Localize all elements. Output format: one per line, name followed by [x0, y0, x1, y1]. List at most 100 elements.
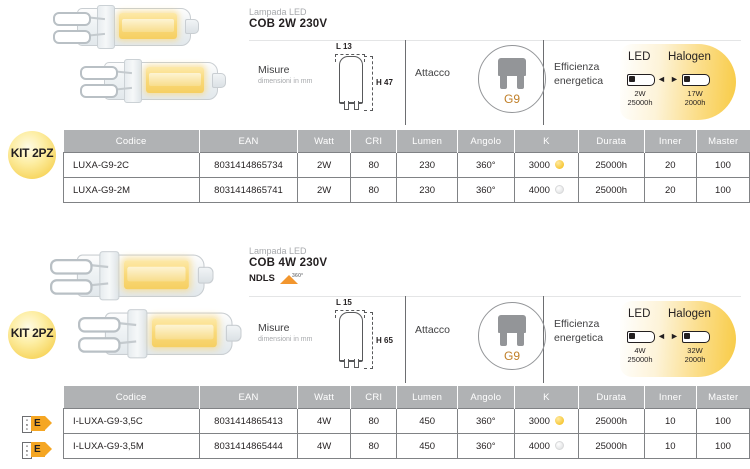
cell-angolo: 360°	[457, 152, 515, 178]
halogen-rating: 17W 2000h	[677, 89, 713, 107]
efficiency-label-group: Efficienza energetica	[554, 318, 603, 344]
table-row[interactable]: I-LUXA-G9-3,5M 8031414865444 4W 80 450 3…	[63, 433, 750, 459]
left-arrow-icon: ◄	[657, 331, 666, 341]
cell-k-value: 4000	[528, 440, 550, 452]
halogen-watt: 32W	[687, 346, 703, 355]
column-header-inner: Inner	[644, 130, 697, 153]
halogen-hours: 2000h	[684, 354, 706, 364]
table-row[interactable]: LUXA-G9-2M 8031414865741 2W 80 230 360° …	[63, 177, 750, 203]
dimension-drawing: L 13 H 47	[325, 42, 405, 120]
measures-label-group: Misure dimensioni in mm	[258, 322, 312, 343]
product-block-cob-2w: Lampada LED COB 2W 230V Misure dimension…	[0, 0, 750, 210]
cell-codice: I-LUXA-G9-3,5M	[63, 433, 200, 459]
cell-cri: 80	[350, 433, 398, 459]
cell-lumen: 450	[396, 433, 458, 459]
halogen-hours: 2000h	[684, 97, 706, 107]
product-title: COB 2W 230V	[249, 18, 328, 30]
led-watt: 4W	[634, 346, 646, 355]
column-header-watt: Watt	[297, 386, 352, 409]
column-header-cri: CRI	[350, 386, 398, 409]
cell-inner: 10	[644, 408, 697, 434]
efficiency-halogen-title: Halogen	[668, 308, 711, 320]
product-photo-group	[45, 0, 235, 125]
title-divider	[249, 40, 741, 41]
column-header-k: K	[514, 130, 579, 153]
cell-angolo: 360°	[457, 433, 515, 459]
cell-k-value: 4000	[528, 184, 550, 196]
column-header-k: K	[514, 386, 579, 409]
column-header-master: Master	[696, 386, 750, 409]
column-header-codice: Codice	[63, 130, 200, 153]
cell-angolo: 360°	[457, 177, 515, 203]
cell-k-value: 3000	[528, 415, 550, 427]
measures-sublabel: dimensioni in mm	[258, 78, 313, 85]
cell-watt: 2W	[297, 177, 352, 203]
column-divider	[405, 296, 406, 383]
cell-cri: 80	[350, 152, 398, 178]
product-block-cob-4w: Lampada LED COB 4W 230V NDLS 360° Misure…	[0, 238, 750, 469]
cell-ean: 8031414865734	[199, 152, 299, 178]
cell-k: 4000	[514, 177, 579, 203]
color-temp-dot-cool	[554, 184, 564, 194]
led-watt: 2W	[634, 89, 646, 98]
cell-watt: 2W	[297, 152, 352, 178]
column-header-ean: EAN	[199, 130, 299, 153]
cell-k-value: 3000	[528, 159, 550, 171]
table-header-row: Codice EAN Watt CRI Lumen Angolo K Durat…	[63, 386, 750, 409]
table-header-row: Codice EAN Watt CRI Lumen Angolo K Durat…	[63, 130, 750, 153]
cell-angolo: 360°	[457, 408, 515, 434]
efficiency-label: Efficienza	[554, 318, 600, 330]
efficiency-comparison: LED Halogen ◄ ► 2W 25000h 17W 2000h	[620, 44, 736, 120]
led-hours: 25000h	[627, 354, 653, 364]
cell-inner: 20	[644, 177, 697, 203]
color-temp-dot-warm	[554, 159, 564, 169]
spec-panel: Lampada LED COB 4W 230V NDLS 360° Misure…	[0, 238, 750, 383]
socket-type-label: G9	[503, 349, 520, 363]
cell-cri: 80	[350, 408, 398, 434]
socket-label: Attacco	[415, 324, 451, 336]
column-header-angolo: Angolo	[457, 386, 515, 409]
dimension-width-label: L 13	[336, 42, 352, 51]
column-header-master: Master	[696, 130, 750, 153]
column-header-angolo: Angolo	[457, 130, 515, 153]
cell-master: 100	[696, 408, 750, 434]
efficiency-label: Efficienza	[554, 61, 600, 73]
ndls-label: NDLS	[249, 272, 275, 284]
cell-codice: LUXA-G9-2C	[63, 152, 200, 178]
halogen-rating: 32W 2000h	[677, 346, 713, 364]
cell-master: 100	[696, 433, 750, 459]
halogen-bulb-glyph	[682, 74, 710, 86]
product-title-group: Lampada LED COB 4W 230V NDLS 360°	[249, 246, 327, 284]
cell-durata: 25000h	[578, 152, 645, 178]
efficiency-led-title: LED	[628, 51, 651, 63]
cell-codice: I-LUXA-G9-3,5C	[63, 408, 200, 434]
dimension-height-label: H 65	[376, 336, 393, 345]
cell-master: 100	[696, 152, 750, 178]
efficiency-halogen-title: Halogen	[668, 51, 711, 63]
column-header-ean: EAN	[199, 386, 299, 409]
dimension-width-label: L 15	[336, 298, 352, 307]
led-hours: 25000h	[627, 97, 653, 107]
product-table: Codice EAN Watt CRI Lumen Angolo K Durat…	[63, 130, 750, 203]
product-photo-group	[40, 246, 242, 386]
efficiency-label-2: energetica	[554, 75, 604, 87]
spec-panel: Lampada LED COB 2W 230V Misure dimension…	[0, 0, 750, 125]
cell-k: 3000	[514, 152, 579, 178]
cell-ean: 8031414865741	[199, 177, 299, 203]
energy-class-letter: E	[34, 444, 41, 455]
ndls-group: NDLS 360°	[249, 272, 327, 284]
efficiency-comparison: LED Halogen ◄ ► 4W 25000h 32W 2000h	[620, 301, 736, 377]
right-arrow-icon: ►	[670, 331, 679, 341]
beam-angle-label: 360°	[291, 273, 304, 279]
cell-durata: 25000h	[578, 433, 645, 459]
lamp-photo	[50, 250, 214, 301]
led-bulb-glyph	[627, 331, 655, 343]
energy-class-letter: E	[34, 418, 41, 429]
socket-type-label: G9	[503, 92, 520, 106]
column-header-cri: CRI	[350, 130, 398, 153]
table-row[interactable]: I-LUXA-G9-3,5C 8031414865413 4W 80 450 3…	[63, 408, 750, 434]
table-row[interactable]: LUXA-G9-2C 8031414865734 2W 80 230 360° …	[63, 152, 750, 178]
cell-watt: 4W	[297, 408, 352, 434]
